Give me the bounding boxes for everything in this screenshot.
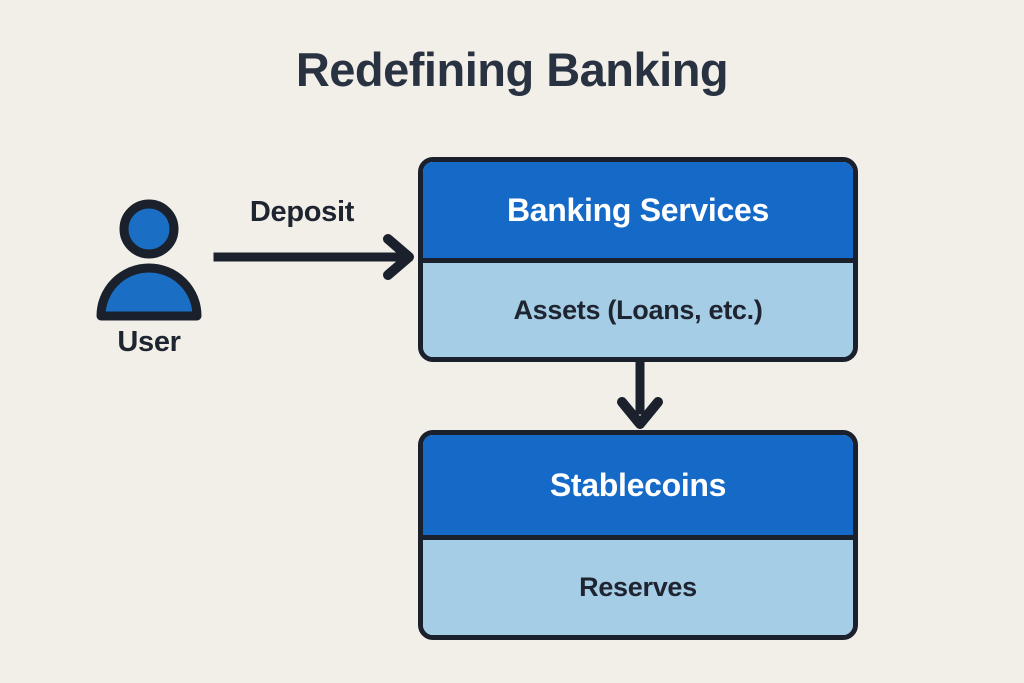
node-stablecoins[interactable]: Stablecoins Reserves [418, 430, 858, 640]
node-banking-services-body: Assets (Loans, etc.) [423, 263, 853, 357]
arrow-down-icon [617, 358, 663, 429]
user-actor: User [88, 196, 210, 366]
user-icon [96, 199, 202, 321]
node-stablecoins-header: Stablecoins [423, 435, 853, 540]
node-stablecoins-body: Reserves [423, 540, 853, 635]
user-label: User [117, 326, 181, 358]
arrow-right-icon [213, 234, 414, 280]
node-banking-services[interactable]: Banking Services Assets (Loans, etc.) [418, 157, 858, 362]
deposit-edge-label: Deposit [249, 196, 355, 228]
page-title: Redefining Banking [295, 43, 729, 96]
node-banking-services-header: Banking Services [423, 162, 853, 263]
